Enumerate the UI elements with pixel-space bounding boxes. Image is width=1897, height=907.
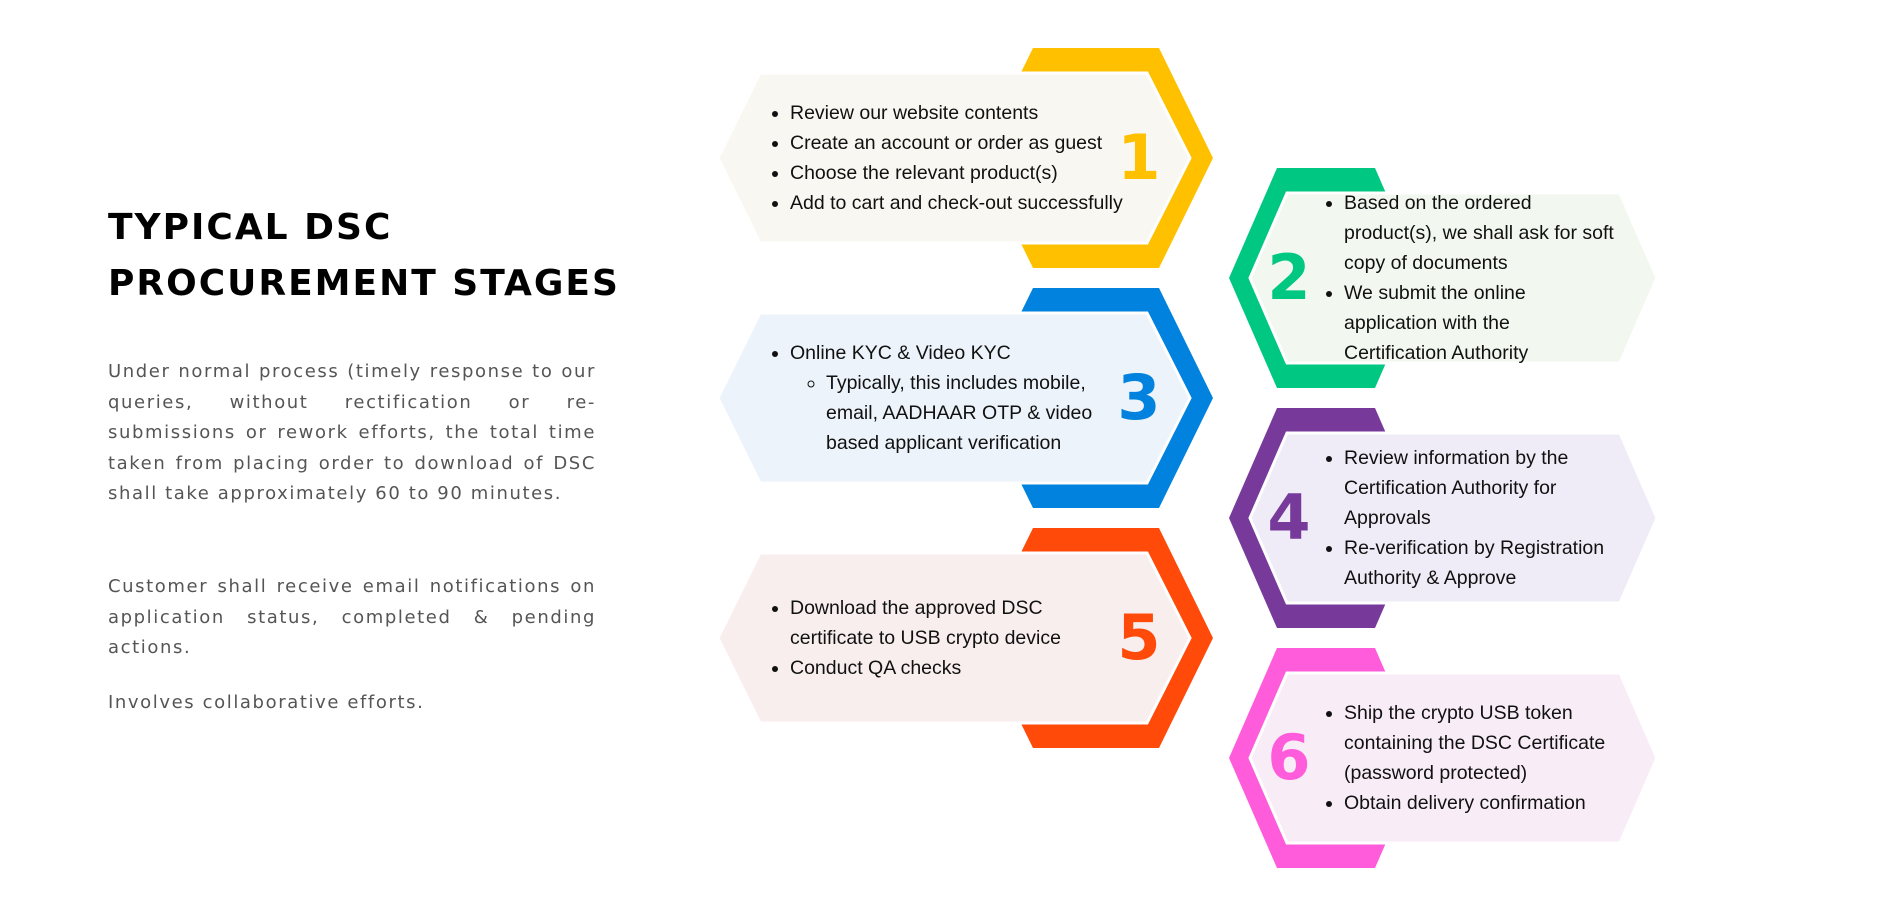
- list-item: Obtain delivery confirmation: [1344, 788, 1614, 818]
- list-item: Add to cart and check-out successfully: [790, 188, 1123, 218]
- stage-3-panel: [716, 311, 1192, 485]
- list-item: Review our website contents: [790, 98, 1123, 128]
- list-item: Review information by the Certification …: [1344, 443, 1614, 533]
- stage-4-text: Review information by the Certification …: [1324, 433, 1614, 603]
- list-item: Online KYC & Video KYC: [790, 342, 1011, 364]
- collaboration-note: Involves collaborative efforts.: [108, 692, 425, 713]
- list-item: Create an account or order as guest: [790, 128, 1123, 158]
- list-item: Based on the ordered product(s), we shal…: [1344, 188, 1614, 278]
- stage-4-panel: [1248, 431, 1659, 605]
- title-line-2: PROCUREMENT STAGES: [108, 263, 620, 304]
- stage-2-number: 2: [1267, 241, 1311, 314]
- process-description: Under normal process (timely response to…: [108, 361, 596, 504]
- stage-1-text: Review our website contentsCreate an acc…: [770, 73, 1170, 243]
- stage-2-text: Based on the ordered product(s), we shal…: [1324, 192, 1614, 364]
- stage-5-number: 5: [1117, 601, 1161, 674]
- stage-6-number: 6: [1267, 721, 1311, 794]
- page-title: TYPICAL DSC PROCUREMENT STAGES: [108, 200, 620, 312]
- stage-2-panel: [1248, 191, 1659, 365]
- sub-list-item: Typically, this includes mobile, email, …: [826, 368, 1130, 458]
- list-item: Choose the relevant product(s): [790, 158, 1123, 188]
- title-line-1: TYPICAL DSC: [108, 207, 393, 248]
- list-item: Conduct QA checks: [790, 653, 1080, 683]
- stage-5-text: Download the approved DSC certificate to…: [770, 553, 1080, 723]
- list-item: Download the approved DSC certificate to…: [790, 593, 1080, 653]
- stage-6-panel: [1248, 671, 1659, 845]
- list-item: Ship the crypto USB token containing the…: [1344, 698, 1614, 788]
- stage-5-panel: [716, 551, 1192, 725]
- stage-1-panel: [716, 71, 1192, 245]
- stage-6-text: Ship the crypto USB token containing the…: [1324, 673, 1614, 843]
- stage-3-text: Online KYC & Video KYC Typically, this i…: [770, 313, 1130, 483]
- stage-1-number: 1: [1117, 121, 1161, 194]
- stage-4-number: 4: [1267, 481, 1311, 554]
- list-item: Re-verification by Registration Authorit…: [1344, 533, 1614, 593]
- stage-3-number: 3: [1117, 361, 1161, 434]
- list-item: We submit the online application with th…: [1344, 278, 1614, 368]
- notification-description: Customer shall receive email notificatio…: [108, 576, 596, 658]
